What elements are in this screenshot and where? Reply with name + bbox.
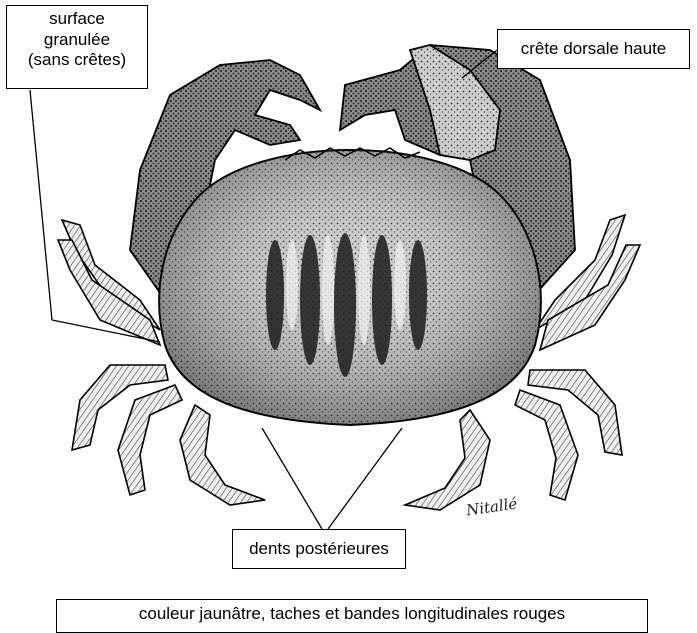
label-crete-dorsale: crête dorsale haute [497, 29, 690, 69]
label-couleur: couleur jaunâtre, taches et bandes longi… [56, 599, 648, 633]
label-dents-text: dents postérieures [233, 539, 405, 560]
label-surface-line-3: (sans crêtes) [7, 50, 147, 71]
label-couleur-text: couleur jaunâtre, taches et bandes longi… [57, 604, 647, 625]
label-surface-line-1: surface [7, 9, 147, 30]
label-crete-text: crête dorsale haute [498, 39, 689, 60]
label-surface-granulee: surface granulée (sans crêtes) [6, 5, 148, 89]
label-surface-line-2: granulée [7, 30, 147, 51]
carapace [159, 148, 541, 425]
label-dents-posterieures: dents postérieures [232, 529, 406, 569]
